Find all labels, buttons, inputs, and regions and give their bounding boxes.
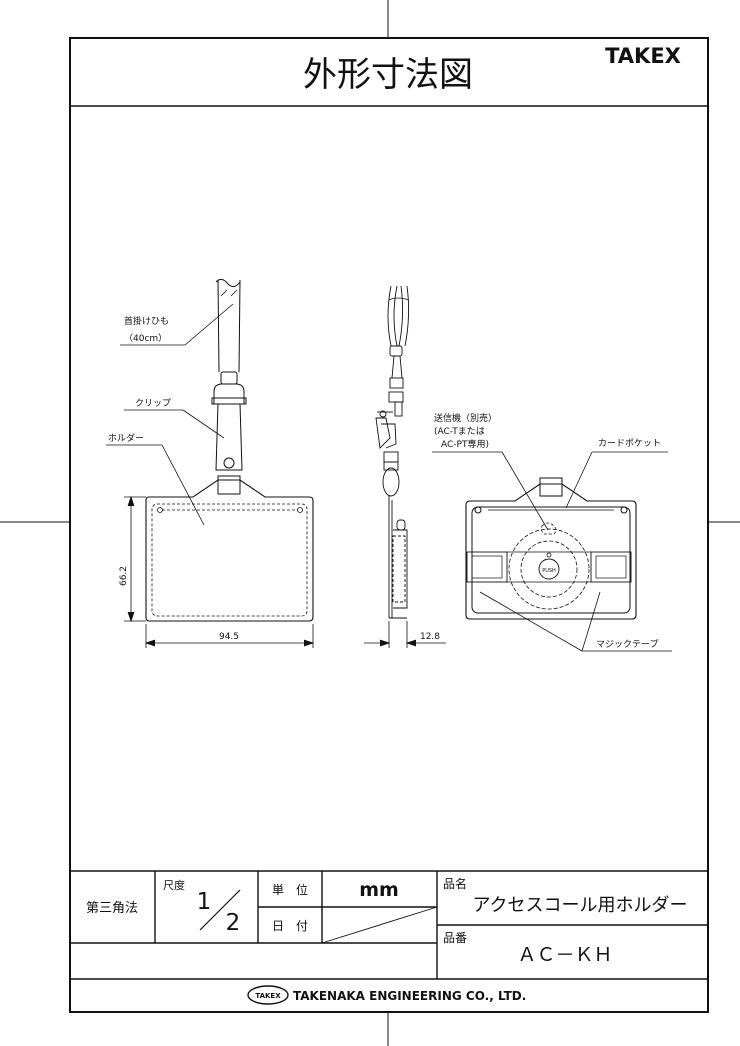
label-magic-tape: マジックテープ bbox=[596, 639, 658, 650]
company-logo-badge bbox=[247, 985, 289, 1005]
scale-label: 尺度 bbox=[163, 878, 185, 892]
rear-leaders bbox=[432, 451, 672, 652]
product-name: アクセスコール用ホルダー bbox=[472, 895, 687, 916]
dimension-depth: 12.8 bbox=[420, 632, 440, 642]
label-strap: 首掛けひも bbox=[124, 315, 169, 327]
side-view bbox=[375, 285, 410, 619]
company-name: TAKENAKA ENGINEERING CO., LTD. bbox=[293, 989, 526, 1003]
push-button-label: PUSH bbox=[542, 568, 556, 574]
scale-denominator: 2 bbox=[226, 910, 241, 936]
drawing-frame bbox=[69, 37, 709, 1013]
strap-break bbox=[215, 278, 241, 288]
label-holder: ホルダー bbox=[108, 432, 144, 444]
transmitter-outline bbox=[508, 528, 590, 610]
label-clip: クリップ bbox=[135, 398, 171, 409]
label-transmitter-1: 送信機（別売） bbox=[434, 412, 497, 424]
product-name-label: 品名 bbox=[443, 876, 467, 891]
label-card-pocket: カードポケット bbox=[598, 438, 661, 449]
rear-view bbox=[465, 477, 637, 620]
dimension-width: 94.5 bbox=[219, 632, 239, 642]
rear-holder-outline bbox=[465, 483, 637, 620]
holder-inner bbox=[151, 503, 308, 617]
strap-shape bbox=[217, 279, 241, 373]
product-number: ＡＣ－ＫＨ bbox=[517, 944, 612, 966]
clip-top bbox=[220, 371, 238, 385]
date-label: 日 付 bbox=[272, 919, 308, 933]
label-transmitter-3: AC-PT専用) bbox=[441, 438, 489, 450]
magic-tape-left bbox=[466, 551, 508, 583]
magic-tape-right bbox=[590, 551, 632, 583]
label-transmitter-2: (AC-Tまたは bbox=[434, 426, 485, 437]
projection-method: 第三角法 bbox=[86, 901, 138, 916]
clip-body bbox=[215, 403, 243, 471]
title-block-lines bbox=[70, 870, 708, 980]
page-title: 外形寸法図 bbox=[303, 55, 473, 95]
unit-value: mm bbox=[359, 879, 399, 901]
product-number-label: 品番 bbox=[443, 931, 467, 945]
scale-numerator: 1 bbox=[197, 889, 212, 915]
side-dimension bbox=[364, 621, 446, 648]
unit-label: 単 位 bbox=[272, 882, 308, 897]
front-leaders bbox=[106, 303, 234, 526]
dimension-height: 66.2 bbox=[119, 566, 129, 586]
dimension-lines bbox=[124, 495, 315, 648]
label-strap-length: （40cm） bbox=[124, 333, 167, 344]
company-logo-text: TAKEX bbox=[255, 992, 281, 1000]
clip-rivet bbox=[223, 457, 235, 469]
holder-outline bbox=[145, 479, 314, 622]
front-view bbox=[145, 278, 314, 622]
brand-logo: TAKEX bbox=[605, 44, 681, 68]
